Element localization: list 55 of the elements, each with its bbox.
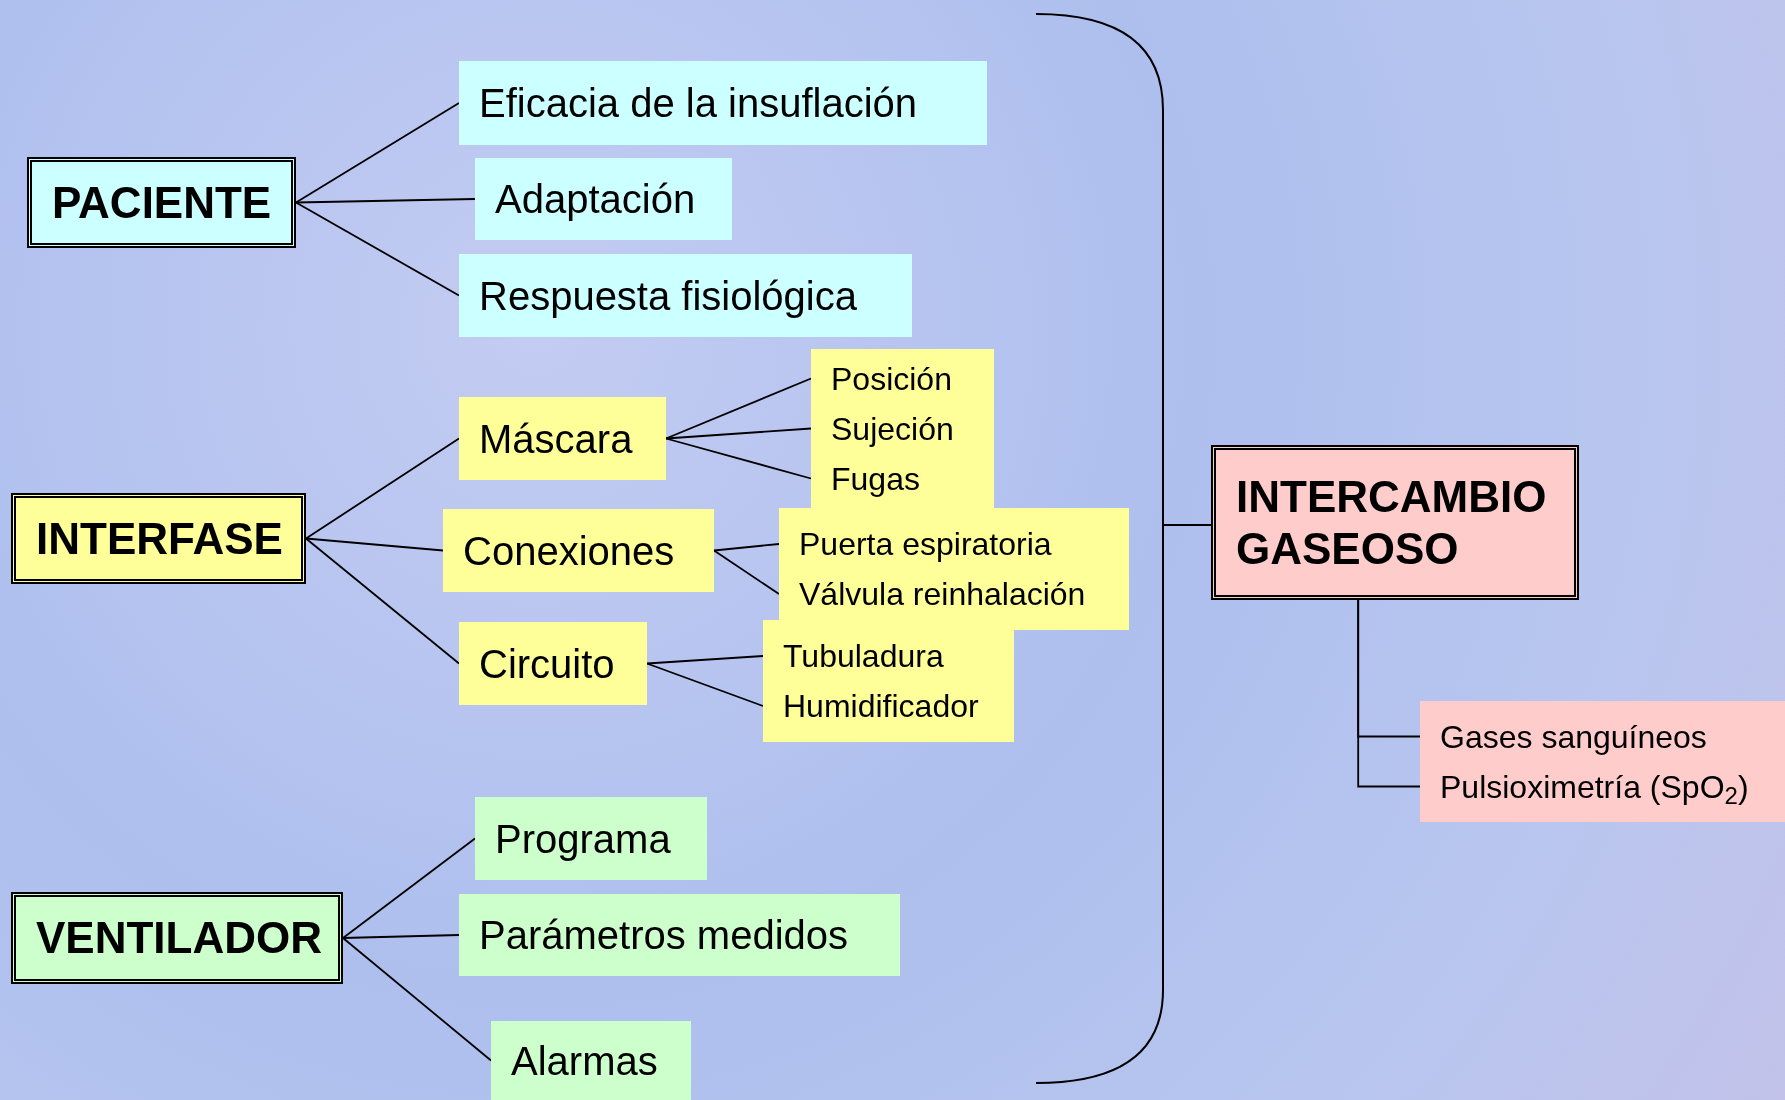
topic-label: Eficacia de la insuflación [479,80,918,127]
category-box [11,892,343,984]
connector-line [713,549,780,595]
topic-box [475,158,732,240]
category-label: INTERCAMBIO GASEOSO [1236,470,1548,575]
topic-label: Conexiones [463,527,675,575]
connector-line [295,198,476,204]
topic-label: Respuesta fisiológica [479,272,857,320]
connector-line [295,102,460,204]
topic-label: Circuito [479,640,615,688]
topic-box [459,622,647,705]
connector-line [342,837,476,939]
category-label: VENTILADOR [36,912,322,964]
topic-box [459,61,987,145]
topic-label: Máscara [479,415,633,463]
topic-box [443,509,714,592]
topic-box [459,254,912,337]
subtopic-label: Pulsioximetría (SpO$_{2}$) [1440,767,1750,811]
category-box [1211,445,1579,600]
subtopic-box [811,349,994,508]
subtopic-box [1420,701,1785,822]
subtopic-label: Sujeción [831,409,955,449]
subtopic-label: Posición [831,359,953,399]
subtopic-label: Puerta espiratoria [799,525,1053,564]
topic-box [475,797,707,880]
topic-box [491,1021,691,1100]
connector-line [1357,599,1421,788]
category-box [11,493,306,584]
topic-box [459,397,666,480]
connector-line [295,201,460,297]
connector-line [646,662,764,707]
subtopic-label: Fugas [831,459,921,499]
topic-label: Alarmas [511,1037,658,1085]
connector-line [342,934,460,939]
connector-line [305,537,444,552]
subtopic-label: Válvula reinhalación [799,575,1087,614]
connector-line [342,937,492,1062]
connector-line [305,437,460,540]
subtopic-box [763,620,1014,742]
category-label: INTERFASE [36,512,283,565]
subtopic-label: Gases sanguíneos [1440,717,1708,757]
category-label: PACIENTE [52,176,272,229]
connector-line [646,655,764,665]
subtopic-label: Tubuladura [783,637,945,676]
subtopic-label: Humidificador [783,687,980,726]
connector-line [665,377,812,440]
topic-label: Programa [495,815,671,863]
category-box [27,157,296,248]
connector-line [713,543,780,552]
topic-label: Parámetros medidos [479,912,849,959]
connector-line [665,437,812,480]
connector-line [665,427,812,440]
topic-box [459,894,900,976]
connector-line [305,537,460,665]
topic-label: Adaptación [495,176,696,223]
